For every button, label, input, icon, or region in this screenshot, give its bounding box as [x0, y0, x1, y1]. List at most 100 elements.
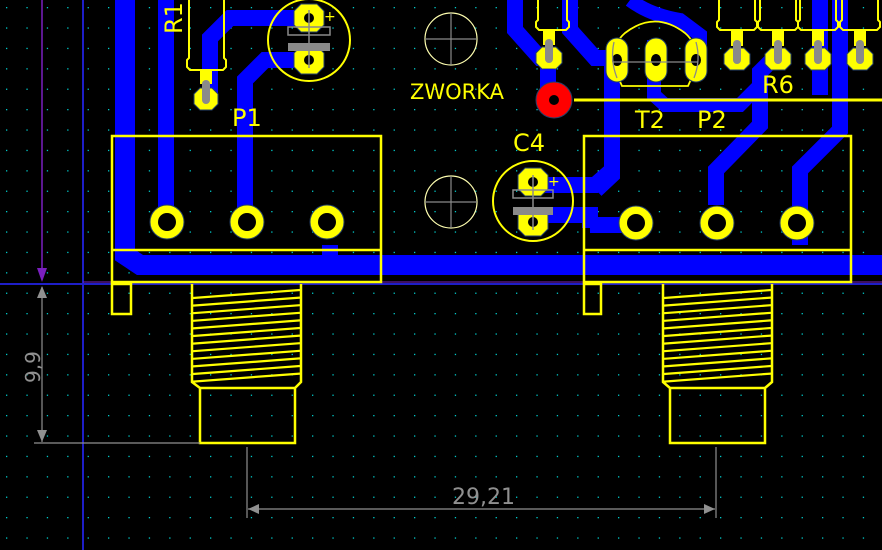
trace[interactable] [600, 20, 620, 40]
grid-dot [638, 353, 640, 356]
grid-dot [536, 333, 538, 335]
zworka-label[interactable]: ZWORKA [410, 80, 505, 104]
drill-mark [545, 39, 553, 63]
grid-dot [454, 47, 457, 50]
grid-dot [352, 455, 355, 458]
c4-label[interactable]: C4 [513, 129, 545, 157]
trace[interactable] [625, 0, 707, 70]
grid-dot [373, 292, 375, 294]
grid-dot [699, 211, 701, 213]
grid-dot [87, 496, 89, 498]
grid-dot [516, 476, 518, 478]
grid-dot [822, 313, 824, 315]
grid-dot [46, 170, 49, 172]
grid-dot [454, 190, 457, 192]
r1-footprint[interactable] [186, 0, 227, 111]
grid-dot [801, 496, 803, 498]
grid-dot [352, 27, 355, 29]
jumper-footprint[interactable] [535, 0, 570, 85]
grid-dot [373, 496, 375, 498]
trace[interactable] [562, 0, 612, 66]
t2-label[interactable]: T2 [634, 106, 665, 134]
grid-dot [862, 353, 865, 356]
grid-dot [658, 109, 661, 111]
r6-footprint[interactable] [716, 0, 881, 71]
dimension-vertical-value[interactable]: 9,9 [21, 351, 45, 383]
dimension-horizontal-value[interactable]: 29,21 [452, 485, 515, 510]
grid-dot [740, 455, 742, 458]
trace[interactable] [237, 52, 308, 220]
r1-label[interactable]: R1 [160, 2, 188, 34]
grid-dot [26, 476, 28, 478]
grid-dot [393, 455, 395, 458]
grid-dot [475, 313, 477, 315]
grid-dot [393, 190, 395, 192]
grid-dot [250, 7, 253, 9]
grid-dot [740, 129, 742, 131]
p2-label[interactable]: P2 [697, 106, 727, 134]
grid-dot [271, 7, 273, 9]
grid-dot [271, 476, 273, 478]
grid-dot [210, 129, 212, 131]
grid-dot [414, 231, 416, 233]
p1-pads[interactable] [149, 204, 345, 240]
grid-dot [454, 313, 457, 315]
grid-dot [618, 292, 620, 294]
p2-footprint[interactable] [582, 134, 853, 316]
grid-dot [393, 537, 395, 539]
grid-dot [781, 251, 783, 254]
grid-dot [699, 313, 701, 315]
trace[interactable] [580, 0, 610, 30]
grid-dot [434, 231, 436, 233]
grid-dot [454, 68, 457, 70]
grid-dot [352, 435, 355, 437]
grid-dot [67, 27, 69, 29]
grid-dot [760, 455, 763, 458]
grid-dot [352, 476, 355, 478]
grid-dot [454, 7, 457, 9]
grid-dot [46, 374, 49, 376]
mounting-hole-top[interactable] [424, 12, 478, 66]
grid-dot [414, 333, 416, 335]
grid-dot [475, 170, 477, 172]
thread-line [192, 357, 301, 368]
grid-dot [495, 129, 497, 131]
c4-footprint[interactable] [492, 160, 574, 242]
capacitor-left[interactable] [267, 0, 351, 82]
dimension-vertical[interactable]: 9,9 [21, 268, 200, 444]
grid-dot [781, 27, 783, 29]
grid-dot [781, 7, 783, 9]
trace[interactable] [590, 120, 620, 196]
p1-footprint[interactable] [110, 134, 383, 316]
grid-dot [291, 353, 293, 356]
r6-label[interactable]: R6 [762, 71, 794, 99]
grid-dot [454, 476, 457, 478]
grid-dot [352, 353, 355, 356]
trace[interactable] [700, 0, 715, 10]
selected-via[interactable] [535, 81, 573, 119]
grid-dot [842, 149, 844, 152]
grid-dot [720, 476, 722, 478]
grid-dot [291, 190, 293, 192]
grid-dot [332, 88, 334, 90]
copper-traces[interactable] [115, 0, 882, 275]
grid-dot [781, 129, 783, 131]
grid-dot [495, 88, 497, 90]
p1-label[interactable]: P1 [232, 104, 262, 132]
grid-dot [169, 517, 171, 519]
mounting-hole-bottom[interactable] [424, 175, 478, 229]
grid-dot [822, 415, 824, 417]
dimension-horizontal[interactable]: 29,21 [246, 447, 717, 518]
p2-pads[interactable] [618, 205, 815, 241]
grid-dot [414, 374, 416, 376]
grid-dot [108, 109, 110, 111]
grid-dot [536, 537, 538, 539]
grid-dot [230, 149, 232, 152]
t2-footprint[interactable] [605, 20, 708, 87]
grid-dot [679, 251, 681, 254]
trace[interactable] [708, 54, 778, 205]
grid-dot [679, 7, 681, 9]
trace[interactable] [115, 0, 882, 275]
grid-dot [577, 292, 579, 294]
